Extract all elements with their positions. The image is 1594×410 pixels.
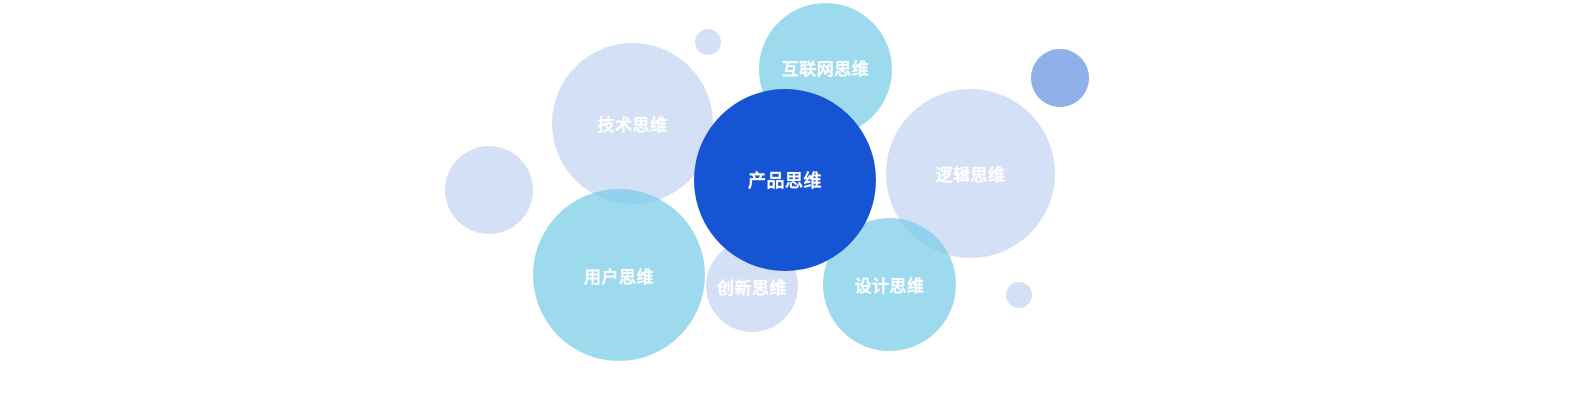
bubble-tech-thinking: 技术思维 xyxy=(552,43,713,204)
decorative-dot-left xyxy=(445,146,533,234)
bubble-design-thinking: 设计思维 xyxy=(823,218,956,351)
decorative-dot-right xyxy=(1031,49,1089,107)
decorative-dot-small-top xyxy=(695,29,721,55)
bubble-label: 互联网思维 xyxy=(781,60,870,80)
bubble-label: 用户思维 xyxy=(584,267,654,288)
bubble-user-thinking: 用户思维 xyxy=(533,189,705,361)
bubble-product-thinking: 产品思维 xyxy=(694,89,876,271)
decorative-dot-small-bottom xyxy=(1006,282,1032,308)
bubble-innovation-thinking: 创新思维 xyxy=(706,240,798,332)
bubble-label: 创新思维 xyxy=(717,278,787,299)
bubble-label: 技术思维 xyxy=(597,116,668,136)
bubble-label: 逻辑思维 xyxy=(935,166,1006,186)
bubble-label-center: 产品思维 xyxy=(748,171,822,192)
bubble-label: 设计思维 xyxy=(854,277,925,297)
